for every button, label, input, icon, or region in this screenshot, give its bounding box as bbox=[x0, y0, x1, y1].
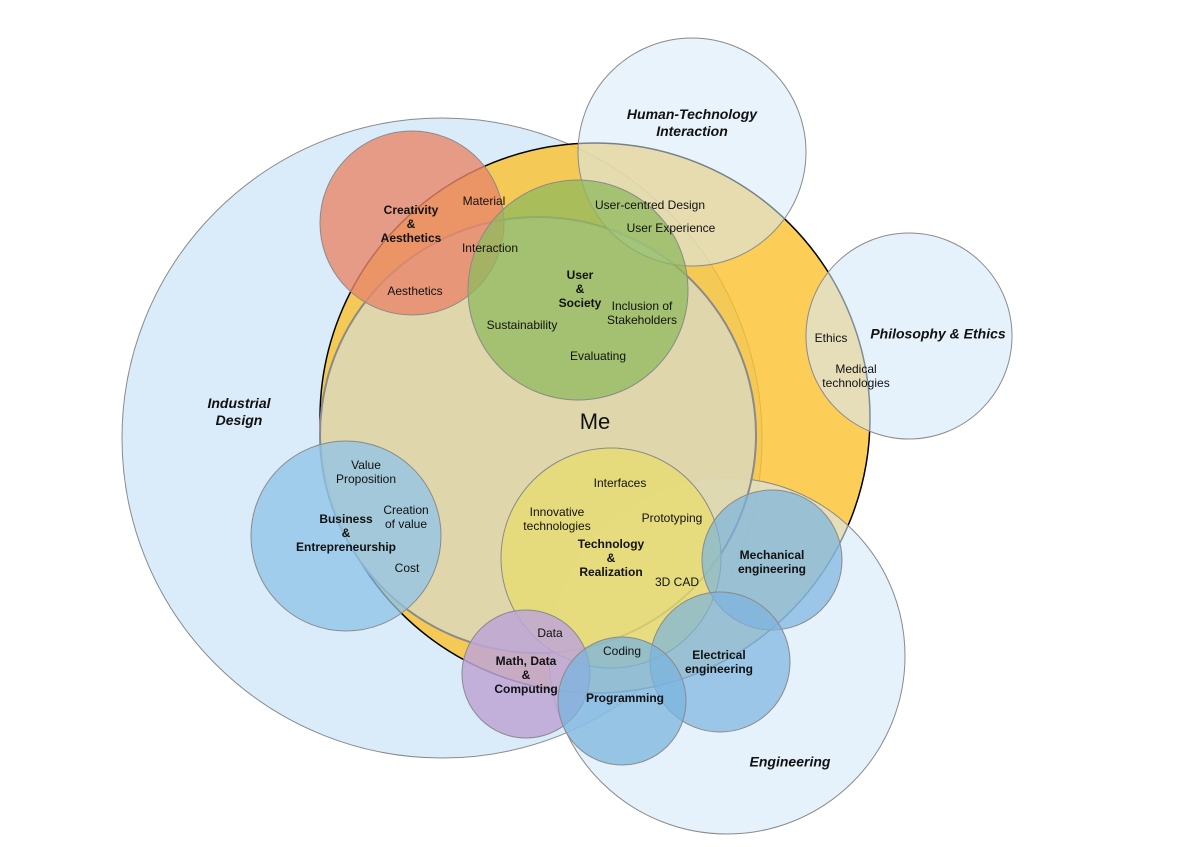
hti-label: Human-Technology Interaction bbox=[626, 106, 758, 139]
philosophy-ethics-label: Philosophy & Ethics bbox=[870, 325, 1006, 342]
topic-aesthetics: Aesthetics bbox=[387, 284, 443, 298]
topic-creation-of-value: Creation of value bbox=[383, 503, 429, 531]
topic-coding: Coding bbox=[602, 644, 642, 658]
topic-user-centred-design: User-centred Design bbox=[594, 198, 706, 212]
topic-ethics: Ethics bbox=[814, 331, 848, 345]
programming-label: Programming bbox=[585, 691, 665, 705]
creativity-aesthetics-label: Creativity & Aesthetics bbox=[380, 203, 442, 245]
topic-medical-technologies: Medical technologies bbox=[822, 362, 890, 390]
topic-user-experience: User Experience bbox=[626, 221, 716, 235]
programming-circle bbox=[557, 636, 687, 766]
topic-interaction: Interaction bbox=[461, 241, 519, 255]
topic-interfaces: Interfaces bbox=[593, 476, 647, 490]
topic-inclusion-of-stakeholders: Inclusion of Stakeholders bbox=[606, 299, 678, 327]
technology-realization-label: Technology & Realization bbox=[577, 537, 645, 579]
topic-3d-cad: 3D CAD bbox=[654, 575, 700, 589]
me-label: Me bbox=[579, 409, 611, 434]
electrical-engineering-label: Electrical engineering bbox=[684, 648, 754, 676]
topic-innovative-technologies: Innovative technologies bbox=[523, 505, 591, 533]
user-society-circle bbox=[467, 179, 689, 401]
topic-evaluating: Evaluating bbox=[569, 349, 627, 363]
topic-cost: Cost bbox=[394, 561, 420, 575]
topic-prototyping: Prototyping bbox=[641, 511, 703, 525]
topic-value-proposition: Value Proposition bbox=[335, 458, 397, 486]
topic-material: Material bbox=[462, 194, 506, 208]
philosophy-ethics-circle bbox=[805, 232, 1013, 440]
topic-data: Data bbox=[537, 626, 563, 640]
math-data-computing-label: Math, Data & Computing bbox=[494, 654, 558, 696]
business-entrepreneurship-label: Business & Entrepreneurship bbox=[295, 512, 397, 554]
user-society-label: User & Society bbox=[558, 268, 602, 310]
topic-sustainability: Sustainability bbox=[486, 318, 558, 332]
engineering-label: Engineering bbox=[749, 753, 831, 770]
business-entrepreneurship-circle bbox=[250, 440, 442, 632]
mechanical-engineering-label: Mechanical engineering bbox=[737, 548, 807, 576]
industrial-design-label: Industrial Design bbox=[207, 395, 271, 428]
